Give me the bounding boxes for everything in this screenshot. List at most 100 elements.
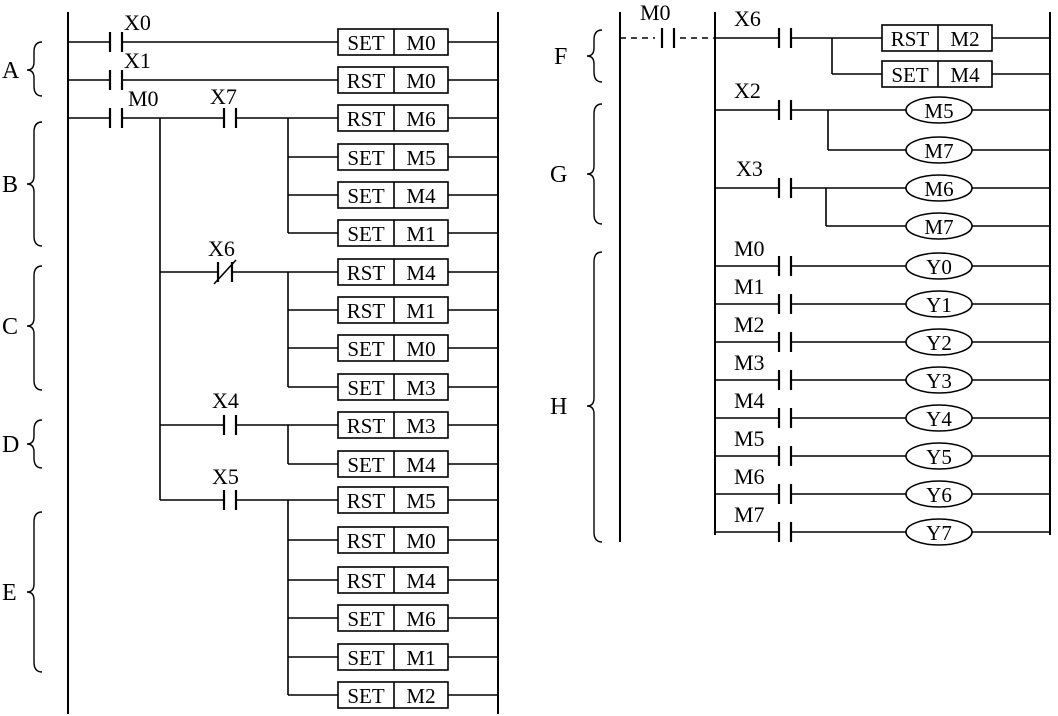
- instruction-op: RST: [347, 489, 386, 513]
- instruction-device: M4: [950, 63, 980, 87]
- section-brace-f: F: [554, 29, 603, 83]
- contact: M2: [734, 312, 793, 352]
- instruction-op: RST: [347, 569, 386, 593]
- output-coil: Y0: [905, 252, 973, 280]
- instruction-op: SET: [347, 146, 385, 170]
- instruction-op: SET: [347, 337, 385, 361]
- coil-label: M7: [924, 215, 953, 239]
- contact-label: M0: [128, 86, 159, 111]
- instruction-device: M0: [406, 69, 435, 93]
- contact: X4: [212, 388, 239, 435]
- instruction-op: RST: [347, 107, 386, 131]
- coil-label: Y3: [926, 369, 952, 393]
- contact: X6: [734, 6, 793, 48]
- instruction-device: M1: [406, 646, 435, 670]
- instruction-box: RST M2: [881, 24, 993, 52]
- instruction-op: RST: [347, 261, 386, 285]
- output-coil: Y3: [905, 366, 973, 394]
- instruction-op: SET: [347, 646, 385, 670]
- instruction-box: RST M4: [337, 258, 449, 286]
- instruction-box: RST M4: [337, 566, 449, 594]
- instruction-device: M0: [406, 31, 435, 55]
- instruction-box: RST M5: [337, 486, 449, 514]
- contact: M6: [734, 464, 793, 504]
- instruction-op: RST: [347, 299, 386, 323]
- contact: M0: [734, 236, 793, 276]
- contact-label: M3: [734, 350, 765, 375]
- instruction-op: SET: [347, 453, 385, 477]
- instruction-box: SET M1: [337, 219, 449, 247]
- coil-label: Y1: [926, 293, 952, 317]
- contact: X2: [734, 78, 793, 120]
- contact-label: M7: [734, 502, 765, 527]
- instruction-device: M5: [406, 489, 435, 513]
- contact: X5: [212, 464, 239, 510]
- contact: X1: [108, 48, 151, 90]
- right-wiring: [620, 37, 1050, 533]
- right-ladder: M0 X6 X2 X3 M0 M1 M2 M3: [550, 0, 1051, 546]
- instruction-device: M4: [406, 261, 436, 285]
- contact: M1: [734, 274, 793, 314]
- instruction-device: M1: [406, 222, 435, 246]
- section-label: F: [554, 44, 567, 70]
- instruction-op: SET: [347, 607, 385, 631]
- instruction-op: RST: [347, 414, 386, 438]
- output-coil: Y2: [905, 328, 973, 356]
- contact-label: X6: [734, 6, 761, 31]
- section-label: B: [2, 172, 18, 198]
- coil-label: Y6: [926, 483, 952, 507]
- coil-label: M7: [924, 139, 953, 163]
- contact: X7: [210, 84, 238, 128]
- instruction-device: M6: [406, 107, 435, 131]
- coil-label: Y4: [926, 407, 952, 431]
- instruction-op: SET: [347, 684, 385, 708]
- instruction-box: SET M4: [881, 60, 993, 88]
- instruction-device: M6: [406, 607, 435, 631]
- contact-label: X4: [212, 388, 239, 413]
- contact: X3: [736, 156, 793, 198]
- instruction-op: SET: [347, 376, 385, 400]
- contact: X0: [108, 10, 151, 52]
- contact: M5: [734, 426, 793, 466]
- instruction-op: SET: [347, 222, 385, 246]
- contact-nc: X6: [208, 236, 237, 285]
- instruction-box: RST M6: [337, 104, 449, 132]
- section-brace-h: H: [550, 251, 603, 543]
- output-coil: Y1: [905, 290, 973, 318]
- section-label: H: [550, 394, 567, 420]
- instruction-device: M4: [406, 184, 436, 208]
- instruction-box: SET M2: [337, 681, 449, 709]
- contact: M7: [734, 502, 793, 542]
- contact-label: X6: [208, 236, 235, 261]
- instruction-box: SET M3: [337, 373, 449, 401]
- instruction-op: RST: [347, 529, 386, 553]
- instruction-device: M0: [406, 337, 435, 361]
- coil-label: Y5: [926, 445, 952, 469]
- instruction-op: RST: [347, 69, 386, 93]
- instruction-box: SET M0: [337, 28, 449, 56]
- instruction-device: M1: [406, 299, 435, 323]
- section-brace-d: D: [2, 419, 43, 469]
- section-brace-b: B: [2, 121, 43, 247]
- instruction-device: M4: [406, 569, 436, 593]
- coil-label: Y7: [926, 521, 952, 545]
- section-label: A: [2, 58, 20, 84]
- contact-label: M0: [734, 236, 765, 261]
- instruction-box: SET M6: [337, 604, 449, 632]
- instruction-device: M0: [406, 529, 435, 553]
- coil-label: Y0: [926, 255, 952, 279]
- instruction-device: M3: [406, 376, 435, 400]
- contact-label: X2: [734, 78, 761, 103]
- instruction-op: RST: [891, 27, 930, 51]
- contact: M0: [640, 0, 676, 48]
- section-label: D: [2, 432, 19, 458]
- instruction-box: RST M3: [337, 411, 449, 439]
- output-coil: M7: [905, 136, 973, 164]
- contact: M3: [734, 350, 793, 390]
- instruction-device: M4: [406, 453, 436, 477]
- section-label: E: [2, 580, 17, 606]
- left-ladder: X0 X1 M0 X7 X6 X4 X5 SET: [2, 10, 499, 714]
- output-coil: Y5: [905, 442, 973, 470]
- contact-label: X7: [210, 84, 237, 109]
- output-coil: M5: [905, 96, 973, 124]
